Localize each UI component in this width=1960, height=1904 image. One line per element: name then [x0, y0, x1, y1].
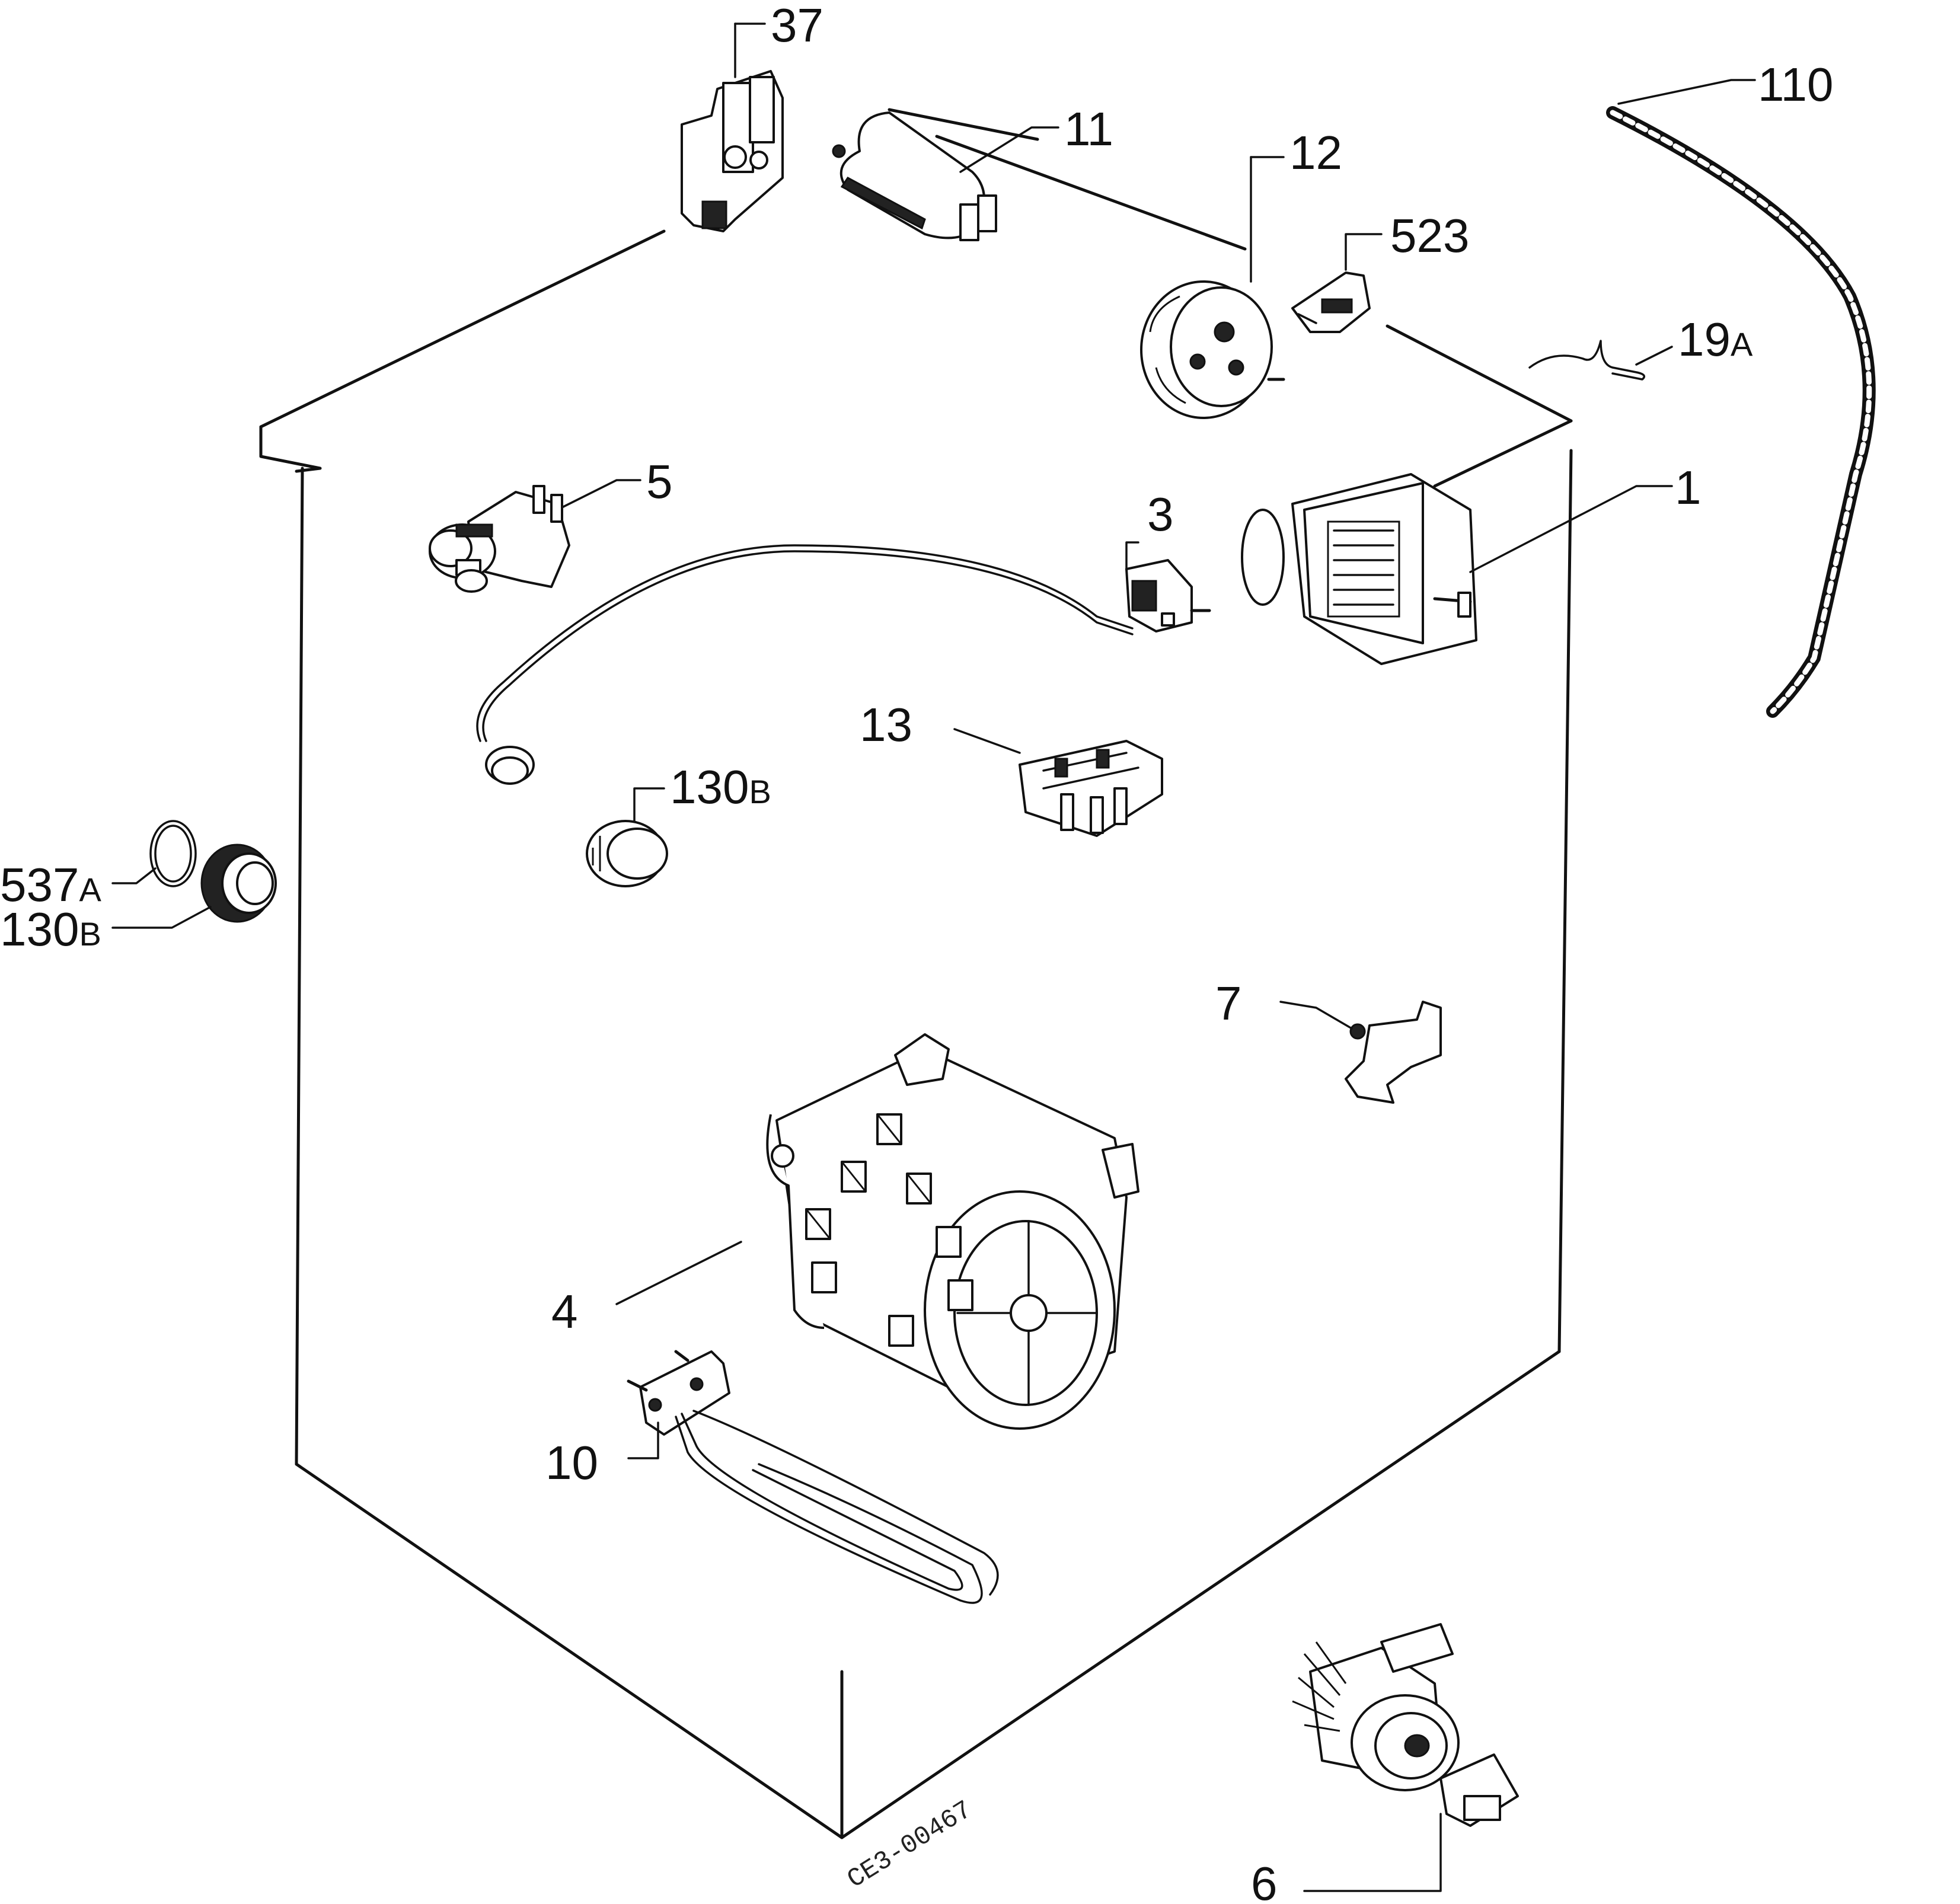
part-130b-bellows-left [200, 844, 277, 923]
part-19a-wire-clip [1528, 340, 1646, 381]
part-37-door-interlock [681, 70, 784, 232]
label-130b-center: 130B [670, 761, 771, 813]
part-523-clip [1291, 271, 1371, 333]
callout-labels: 37 11 12 523 110 19A 5 3 1 13 130B 537A … [0, 0, 1834, 1904]
label-7: 7 [1215, 977, 1242, 1030]
part-10-heating-element [627, 1350, 999, 1604]
part-3-thermostat [476, 544, 1211, 785]
part-537a-o-ring [149, 820, 197, 887]
label-13: 13 [860, 698, 912, 751]
label-37: 37 [771, 0, 823, 52]
part-5-inlet-valve [429, 485, 570, 593]
leader-lines [111, 23, 1756, 1892]
cabinet-outline [259, 108, 1573, 1839]
part-4-motor [766, 1033, 1139, 1430]
part-7-bracket [1345, 1001, 1442, 1104]
label-110: 110 [1758, 58, 1834, 111]
label-6: 6 [1251, 1857, 1278, 1904]
label-11: 11 [1064, 103, 1113, 155]
label-10: 10 [545, 1436, 598, 1489]
label-3: 3 [1147, 488, 1174, 541]
label-12: 12 [1289, 126, 1342, 179]
part-12-pressure-switch [1140, 280, 1285, 419]
label-130b-left: 130B [0, 903, 101, 956]
part-13-switch-block [1019, 740, 1163, 837]
part-11-capacitor [832, 111, 997, 241]
label-5: 5 [646, 455, 673, 508]
part-6-drain-pump [1292, 1623, 1519, 1827]
label-4: 4 [551, 1285, 578, 1338]
drawing-reference-stamp: CE3-00467 [842, 1796, 978, 1895]
part-1-programme-timer [1241, 473, 1477, 665]
label-19a: 19A [1678, 313, 1753, 366]
label-523: 523 [1390, 209, 1469, 262]
part-130b-bellows-center [586, 820, 668, 887]
label-537a: 537A [0, 858, 101, 911]
label-1: 1 [1675, 461, 1702, 514]
part-110-hose [1606, 106, 1876, 718]
